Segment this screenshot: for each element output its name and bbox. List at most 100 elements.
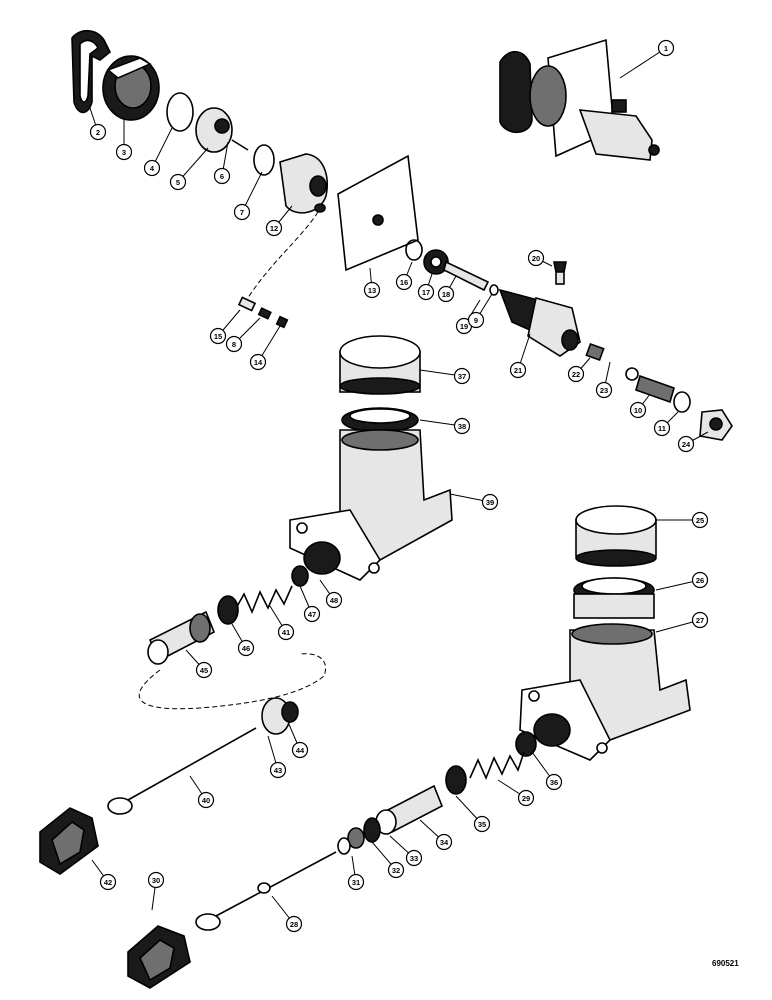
callout-circle xyxy=(629,401,647,419)
small-spring-part xyxy=(237,296,289,329)
callout-c43: 43 xyxy=(269,761,287,779)
callout-c36: 36 xyxy=(545,773,563,791)
callout-c21: 21 xyxy=(509,361,527,379)
piston-leader-dash xyxy=(138,653,326,710)
callout-number: 19 xyxy=(460,322,468,331)
callout-circle xyxy=(285,915,303,933)
callout-c17: 17 xyxy=(417,283,435,301)
callout-circle xyxy=(453,417,471,435)
callout-circle xyxy=(545,773,563,791)
assembled-knob-part xyxy=(499,38,660,161)
callout-number: 23 xyxy=(600,386,608,395)
callout-c39: 39 xyxy=(481,493,499,511)
callout-circle xyxy=(453,367,471,385)
callout-number: 2 xyxy=(96,128,100,137)
callout-circle xyxy=(99,873,117,891)
callout-circle xyxy=(653,419,671,437)
cylinder-body-part-2 xyxy=(519,623,691,761)
small-o-ring-part xyxy=(489,284,499,296)
callout-c31: 31 xyxy=(347,873,365,891)
callout-number: 21 xyxy=(514,366,522,375)
cylinder-body-part xyxy=(289,429,453,581)
callout-number: 39 xyxy=(486,498,494,507)
callout-circle xyxy=(509,361,527,379)
callout-circle xyxy=(213,167,231,185)
callout-number: 18 xyxy=(442,290,450,299)
callout-circle xyxy=(237,639,255,657)
push-rod-boot-part-1 xyxy=(39,697,299,875)
callout-c46: 46 xyxy=(237,639,255,657)
callout-number: 36 xyxy=(550,778,558,787)
o-ring-part xyxy=(166,92,194,132)
callout-circle xyxy=(89,123,107,141)
callout-circle xyxy=(347,873,365,891)
callout-number: 35 xyxy=(478,820,486,829)
callout-c32: 32 xyxy=(387,861,405,879)
piston-spring-assembly-1 xyxy=(147,565,309,665)
stem-part xyxy=(443,260,490,292)
callout-number: 11 xyxy=(658,424,666,433)
callout-number: 26 xyxy=(696,576,704,585)
callout-circle xyxy=(691,611,709,629)
callout-number: 3 xyxy=(122,148,126,157)
callout-number: 12 xyxy=(270,224,278,233)
callout-number: 22 xyxy=(572,370,580,379)
callout-c13: 13 xyxy=(363,281,381,299)
callout-c12: 12 xyxy=(265,219,283,237)
callout-number: 24 xyxy=(682,440,691,449)
gasket-plate-part xyxy=(337,154,419,272)
callout-number: 46 xyxy=(242,644,250,653)
diagram-code: 690521 xyxy=(712,959,739,968)
callout-c20: 20 xyxy=(527,249,545,267)
callout-c8a: 8 xyxy=(225,335,243,353)
callout-c47: 47 xyxy=(303,605,321,623)
callout-c4: 4 xyxy=(143,159,161,177)
callout-number: 8 xyxy=(232,340,236,349)
callout-number: 38 xyxy=(458,422,466,431)
callout-number: 37 xyxy=(458,372,466,381)
callout-circle xyxy=(325,591,343,609)
callout-circle xyxy=(473,815,491,833)
knob-handle-part xyxy=(71,29,112,114)
callout-number: 41 xyxy=(282,628,290,637)
callout-circle xyxy=(691,571,709,589)
piston-spring-assembly-2 xyxy=(337,731,537,855)
callout-c27: 27 xyxy=(691,611,709,629)
callout-c15: 15 xyxy=(209,327,227,345)
callout-circle xyxy=(147,871,165,889)
callout-number: 25 xyxy=(696,516,704,525)
callout-c3: 3 xyxy=(115,143,133,161)
callout-c41: 41 xyxy=(277,623,295,641)
callout-number: 1 xyxy=(664,44,668,53)
callout-c6: 6 xyxy=(213,167,231,185)
callout-number: 31 xyxy=(352,878,360,887)
callout-circle xyxy=(405,849,423,867)
washer-part xyxy=(405,239,423,261)
callout-number: 44 xyxy=(296,746,305,755)
nut-part xyxy=(423,249,449,275)
callout-c40: 40 xyxy=(197,791,215,809)
callout-number: 34 xyxy=(440,838,449,847)
callout-circle xyxy=(225,335,243,353)
callout-c48: 48 xyxy=(325,591,343,609)
callout-circle xyxy=(265,219,283,237)
adapter-body-part xyxy=(279,153,328,214)
callout-number: 15 xyxy=(214,332,222,341)
callout-circle xyxy=(303,605,321,623)
assembly-leader-dash xyxy=(243,211,319,305)
callout-number: 14 xyxy=(254,358,263,367)
callout-number: 45 xyxy=(200,666,208,675)
callout-c28: 28 xyxy=(285,915,303,933)
callout-c25: 25 xyxy=(691,511,709,529)
callout-number: 29 xyxy=(522,794,530,803)
callout-c22: 22 xyxy=(567,365,585,383)
valve-body-part xyxy=(498,261,581,357)
callout-circle xyxy=(527,249,545,267)
callout-number: 27 xyxy=(696,616,704,625)
callout-c16: 16 xyxy=(395,273,413,291)
callout-c10: 10 xyxy=(629,401,647,419)
callout-number: 32 xyxy=(392,866,400,875)
callout-c44: 44 xyxy=(291,741,309,759)
callout-circle xyxy=(417,283,435,301)
